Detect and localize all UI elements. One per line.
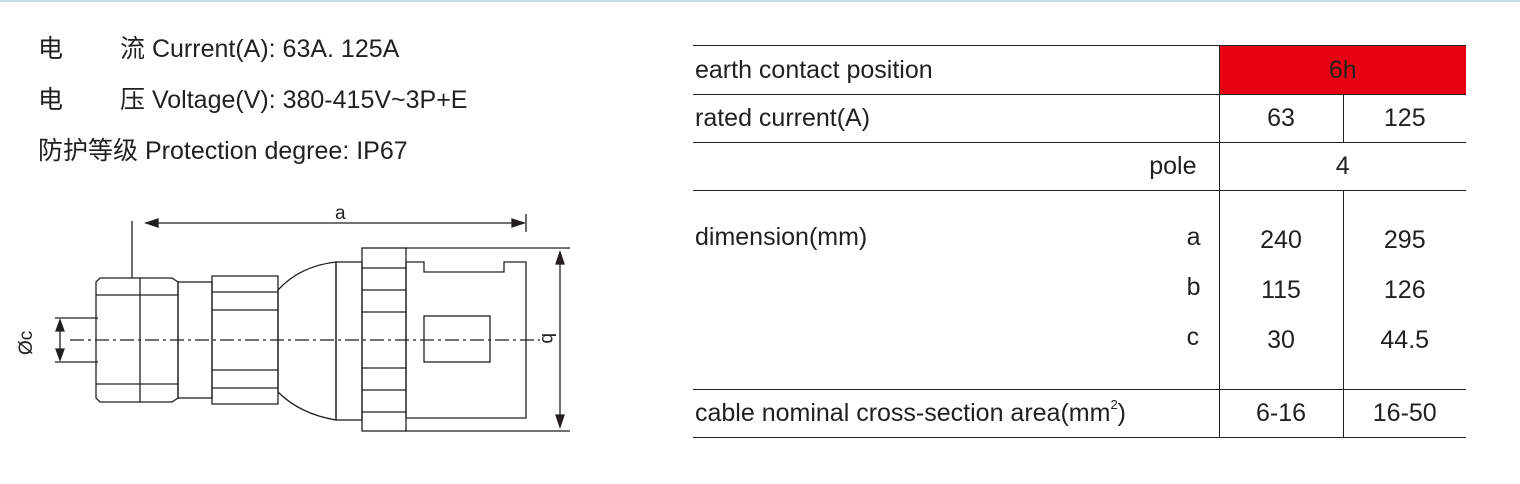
earth-contact-value: 6h <box>1218 45 1466 95</box>
pole-value: 4 <box>1218 142 1466 191</box>
dim-a-arrow-right <box>511 218 527 228</box>
dimension-key-a: a <box>1186 223 1201 251</box>
dimension-63-a: 240 <box>1260 226 1302 254</box>
row-cable-area: cable nominal cross-section area(mm2) 6-… <box>693 389 1466 438</box>
row-pole: pole 4 <box>693 142 1466 191</box>
cable-area-label-end: ) <box>1117 399 1126 427</box>
cable-area-label: cable nominal cross-section area(mm2) <box>693 389 1219 438</box>
dimension-125-b: 126 <box>1383 276 1426 304</box>
row-rated-current: rated current(A) 63 125 <box>693 94 1466 143</box>
dimension-cell: dimension(mm) a b c <box>693 190 1219 390</box>
dimension-63-c: 30 <box>1267 326 1295 354</box>
plug-head <box>405 261 527 419</box>
rated-current-125: 125 <box>1342 94 1466 143</box>
spec-current-text: Current(A): 63A. 125A <box>151 35 400 63</box>
dim-a-arrow-left <box>143 218 159 228</box>
dim-c-arrow-bottom <box>55 348 65 362</box>
spec-current: 电 流 Current(A): 63A. 125A <box>38 36 467 87</box>
cable-area-125: 16-50 <box>1342 389 1466 438</box>
top-divider <box>0 0 1520 2</box>
dimension-key-c: c <box>1186 323 1200 351</box>
spec-current-cn-1: 电 <box>38 34 64 63</box>
rated-current-63: 63 <box>1218 94 1343 143</box>
dim-a-label: a <box>335 203 346 224</box>
rated-current-label: rated current(A) <box>693 94 1219 143</box>
cable-area-63: 6-16 <box>1218 389 1343 438</box>
dimension-label: dimension(mm) <box>695 223 868 251</box>
dim-b-arrow-top <box>555 249 565 265</box>
spec-protection-text: Protection degree: IP67 <box>144 137 408 165</box>
spec-list: 电流 Current(A): 63A. 125A 电压 Voltage(V): … <box>38 36 467 189</box>
spec-voltage-cn-1: 电 <box>38 85 64 114</box>
cable-area-sup: 2 <box>1110 397 1118 412</box>
dimension-keys: a b c <box>1187 212 1219 362</box>
dim-c-label: Øc <box>16 331 37 355</box>
row-earth-contact: earth contact position 6h <box>693 45 1466 95</box>
dim-b-arrow-bottom <box>555 414 565 430</box>
pole-label: pole <box>693 142 1219 191</box>
spec-current-cn-2: 流 <box>120 34 146 63</box>
dimension-key-b: b <box>1186 273 1201 301</box>
spec-protection-cn: 防护等级 <box>38 136 139 165</box>
spec-voltage: 电 压 Voltage(V): 380-415V~3P+E <box>38 87 467 138</box>
coupling-ring-inner <box>335 261 363 421</box>
dimension-col-63: 240 115 30 <box>1218 190 1343 390</box>
handle-flare <box>277 261 337 421</box>
dimension-125-c: 44.5 <box>1380 326 1430 354</box>
handle-body <box>211 275 279 405</box>
row-dimension: dimension(mm) a b c 240 115 30 295 126 4… <box>693 190 1466 390</box>
dimension-125-a: 295 <box>1383 226 1426 254</box>
spec-protection: 防护等级 Protection degree: IP67 <box>38 138 467 189</box>
spec-table: earth contact position 6h rated current(… <box>693 45 1466 438</box>
dimension-63-b: 115 <box>1261 276 1301 304</box>
plug-window <box>423 315 491 363</box>
earth-contact-label: earth contact position <box>693 45 1219 95</box>
spec-voltage-cn-2: 压 <box>120 85 146 114</box>
cable-area-label-text: cable nominal cross-section area(mm <box>695 399 1111 427</box>
cable-gland <box>95 277 179 403</box>
dim-b-label: b <box>537 333 558 344</box>
dim-c-arrow-top <box>55 318 65 332</box>
dimension-col-125: 295 126 44.5 <box>1342 190 1466 390</box>
spec-voltage-text: Voltage(V): 380-415V~3P+E <box>151 86 468 114</box>
plug-dimension-drawing: a b Øc <box>16 203 570 432</box>
